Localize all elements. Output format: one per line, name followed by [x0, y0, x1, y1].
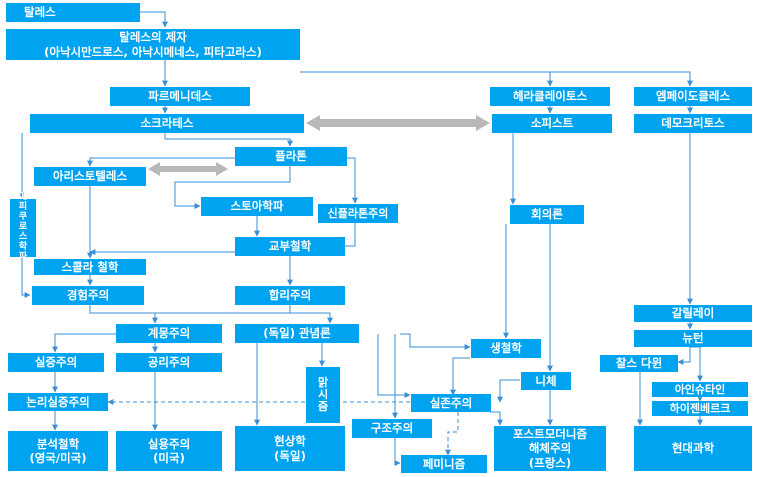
node-stoics[interactable]: 스토아학파 — [201, 197, 313, 216]
postmod-line1: 포스트모더니즘 — [512, 426, 588, 441]
node-sophists[interactable]: 소피스트 — [492, 114, 612, 133]
opposition-arrow-plato-aristotle — [148, 162, 228, 176]
node-rationalism[interactable]: 합리주의 — [235, 286, 345, 305]
phenomenology-line2: (독일) — [274, 448, 306, 463]
node-pragmatism[interactable]: 실용주의 (미국) — [116, 431, 222, 471]
node-neoplatonism[interactable]: 신플라톤주의 — [318, 204, 398, 223]
node-nietzsche[interactable]: 니체 — [521, 372, 571, 390]
node-heraclitus[interactable]: 헤라클레이토스 — [490, 87, 610, 106]
node-empedocles[interactable]: 엠페이도클레스 — [634, 87, 752, 106]
node-democritus[interactable]: 데모크리토스 — [634, 114, 752, 133]
analytic-line1: 분석철학 — [36, 436, 80, 451]
opposition-arrow-socrates-sophists — [306, 115, 490, 131]
phenomenology-line1: 현상학 — [274, 434, 306, 449]
node-galileo[interactable]: 갈릴레이 — [634, 305, 752, 322]
disciples-line1: 탈레스의 제자 — [119, 30, 187, 45]
node-socrates[interactable]: 소크라테스 — [30, 114, 304, 133]
node-marxism[interactable]: 맑 시 즘 — [306, 367, 340, 423]
node-patristics[interactable]: 교부철학 — [235, 237, 345, 256]
node-parmenides[interactable]: 파르메니데스 — [110, 87, 250, 106]
node-einstein[interactable]: 아인슈타인 — [652, 382, 748, 397]
node-darwin[interactable]: 찰스 다윈 — [600, 355, 678, 372]
node-idealism[interactable]: (독일) 관념론 — [235, 324, 359, 343]
node-thales-disciples[interactable]: 탈레스의 제자 (아낙시만드로스, 아낙시메네스, 피타고라스) — [6, 29, 300, 60]
node-plato[interactable]: 플라톤 — [235, 147, 347, 166]
node-analytic[interactable]: 분석철학 (영국/미국) — [8, 431, 108, 471]
node-phenomenology[interactable]: 현상학 (독일) — [235, 426, 345, 471]
node-epicurus[interactable]: 에 피 쿠 로 스 학 파 — [10, 192, 36, 262]
node-aristotle[interactable]: 아리스토텔레스 — [34, 167, 146, 186]
node-feminism[interactable]: 페미니즘 — [401, 455, 487, 473]
pragmatism-line2: (미국) — [153, 451, 185, 465]
node-modernscience[interactable]: 현대과학 — [634, 426, 752, 471]
node-existentialism[interactable]: 실존주의 — [411, 394, 491, 412]
node-scholastic[interactable]: 스콜라 철학 — [34, 259, 146, 275]
node-postmodernism[interactable]: 포스트모더니즘 해체주의 (프랑스) — [494, 426, 606, 471]
node-utilitarianism[interactable]: 공리주의 — [116, 353, 222, 372]
node-heisenberg[interactable]: 하이젠베르크 — [652, 401, 748, 416]
node-newton[interactable]: 뉴턴 — [634, 330, 752, 347]
node-structuralism[interactable]: 구조주의 — [352, 419, 432, 438]
node-logpos[interactable]: 논리실증주의 — [8, 393, 108, 411]
node-lifephil[interactable]: 생철학 — [471, 339, 541, 358]
postmod-line3: (프랑스) — [528, 455, 572, 470]
disciples-line2: (아낙시만드로스, 아낙시메네스, 피타고라스) — [44, 44, 262, 59]
node-positivism[interactable]: 실증주의 — [8, 353, 104, 372]
node-empiricism[interactable]: 경험주의 — [32, 286, 144, 305]
pragmatism-line1: 실용주의 — [147, 436, 191, 451]
node-thales[interactable]: 탈레스 — [6, 3, 140, 22]
analytic-line2: (영국/미국) — [29, 451, 87, 465]
node-enlightenment[interactable]: 계몽주의 — [116, 324, 222, 343]
node-skepticism[interactable]: 회의론 — [510, 205, 584, 224]
postmod-line2: 해체주의 — [528, 441, 572, 456]
